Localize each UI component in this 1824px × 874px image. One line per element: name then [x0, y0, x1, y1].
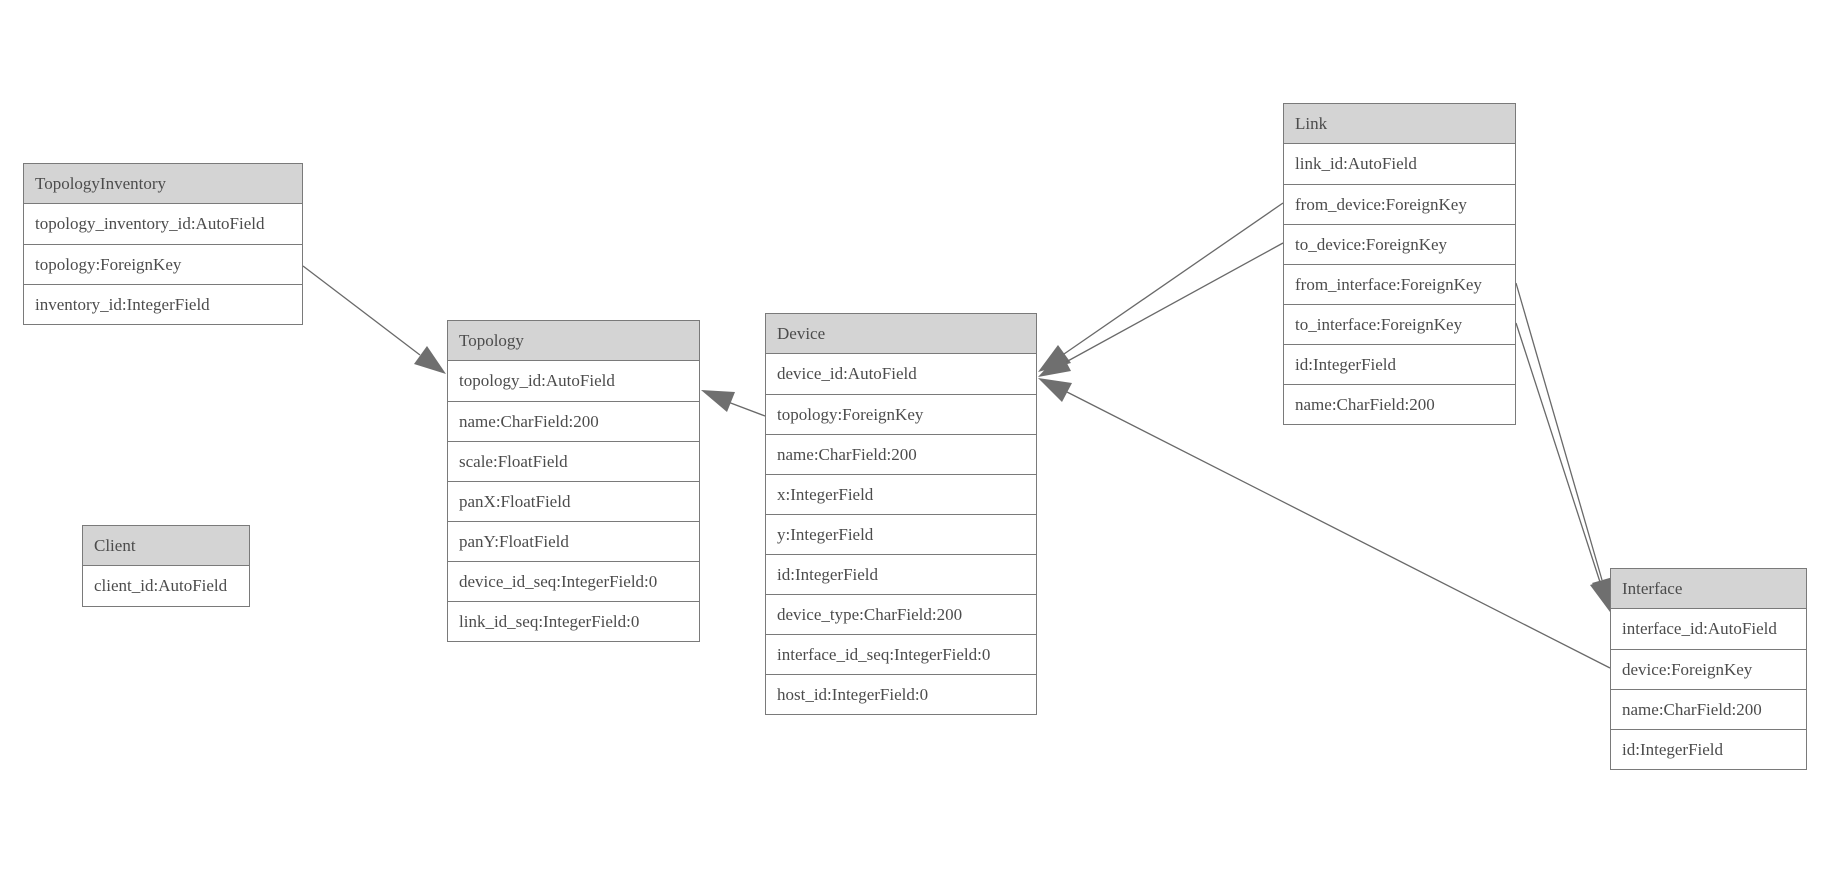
arrowhead-device-to-topology — [701, 390, 735, 412]
table-field: panY:FloatField — [448, 521, 699, 561]
table-field: topology_id:AutoField — [448, 361, 699, 401]
edge-link-todevice-to-device — [1065, 242, 1284, 363]
table-field: device_id_seq:IntegerField:0 — [448, 561, 699, 601]
table-field: scale:FloatField — [448, 441, 699, 481]
table-field: client_id:AutoField — [83, 566, 249, 606]
table-header-link: Link — [1284, 104, 1515, 144]
table-field: name:CharField:200 — [448, 401, 699, 441]
table-field: topology:ForeignKey — [24, 244, 302, 284]
edge-interface-device-to-device — [1066, 391, 1611, 669]
table-field: device_type:CharField:200 — [766, 594, 1036, 634]
table-field: device_id:AutoField — [766, 354, 1036, 394]
table-field: name:CharField:200 — [766, 434, 1036, 474]
table-field: topology:ForeignKey — [766, 394, 1036, 434]
edge-link-fromdevice-to-device — [1063, 202, 1284, 355]
table-header-topology: Topology — [448, 321, 699, 361]
table-field: id:IntegerField — [1284, 344, 1515, 384]
arrowhead-interface-device-to-device — [1038, 378, 1072, 402]
arrowhead-link-todevice-to-device — [1038, 352, 1071, 377]
table-header-device: Device — [766, 314, 1036, 354]
edge-device-to-topology — [727, 401, 766, 417]
table-header-client: Client — [83, 526, 249, 566]
arrowhead-link-tointerface-to-interface — [1590, 578, 1611, 612]
table-field: link_id:AutoField — [1284, 144, 1515, 184]
table-field: to_device:ForeignKey — [1284, 224, 1515, 264]
table-field: y:IntegerField — [766, 514, 1036, 554]
table-header-interface: Interface — [1611, 569, 1806, 609]
table-field: name:CharField:200 — [1284, 384, 1515, 424]
edge-topologyinventory-to-topology — [302, 265, 421, 356]
arrowhead-topologyinventory-to-topology — [414, 346, 446, 374]
edge-link-tointerface-to-interface — [1515, 322, 1601, 583]
table-field: interface_id_seq:IntegerField:0 — [766, 634, 1036, 674]
table-field: device:ForeignKey — [1611, 649, 1806, 689]
table-field: interface_id:AutoField — [1611, 609, 1806, 649]
table-field: name:CharField:200 — [1611, 689, 1806, 729]
table-field: x:IntegerField — [766, 474, 1036, 514]
table-field: host_id:IntegerField:0 — [766, 674, 1036, 714]
table-field: from_interface:ForeignKey — [1284, 264, 1515, 304]
table-field: panX:FloatField — [448, 481, 699, 521]
table-field: id:IntegerField — [766, 554, 1036, 594]
arrowhead-link-fromdevice-to-device — [1038, 345, 1071, 372]
edge-link-frominterface-to-interface — [1515, 282, 1603, 581]
table-field: id:IntegerField — [1611, 729, 1806, 769]
table-field: to_interface:ForeignKey — [1284, 304, 1515, 344]
table-field: link_id_seq:IntegerField:0 — [448, 601, 699, 641]
table-field: topology_inventory_id:AutoField — [24, 204, 302, 244]
table-header-topologyinventory: TopologyInventory — [24, 164, 302, 204]
table-field: from_device:ForeignKey — [1284, 184, 1515, 224]
table-field: inventory_id:IntegerField — [24, 284, 302, 324]
